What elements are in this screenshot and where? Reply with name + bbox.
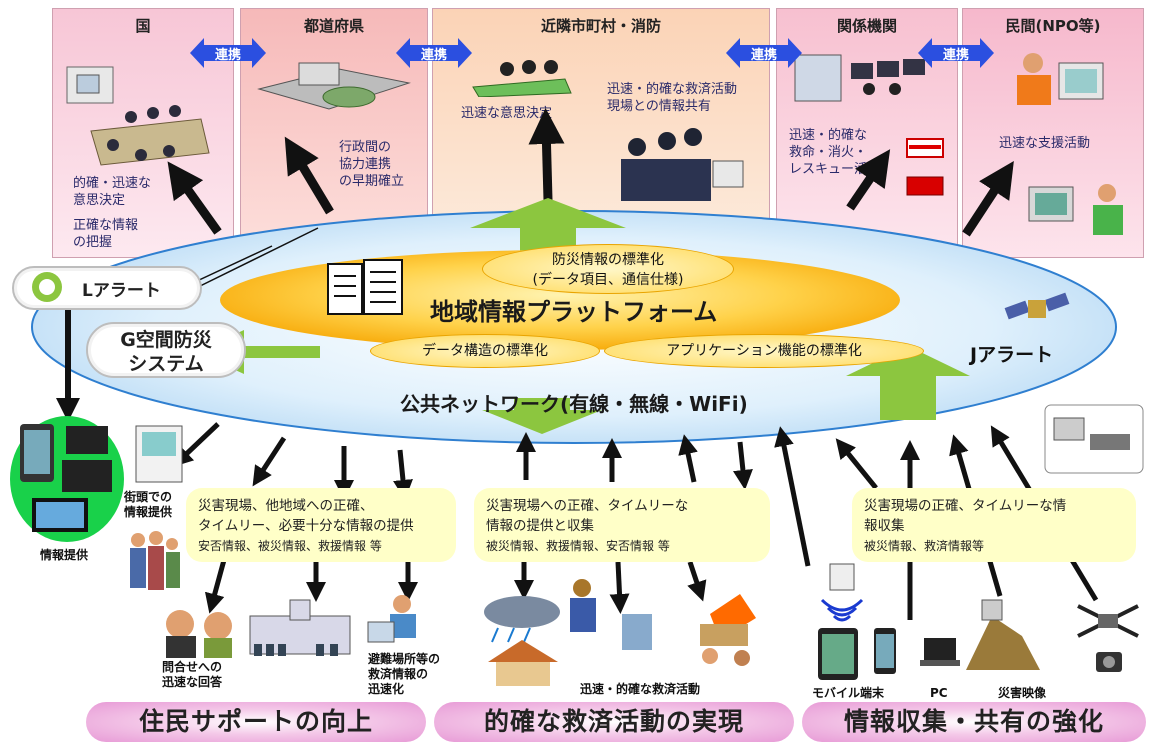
caption-kuni-1: 的確・迅速な意思決定 xyxy=(73,176,152,208)
pc-icon xyxy=(920,638,960,666)
disaster-camera-icon xyxy=(966,599,1040,670)
smartphone-icon xyxy=(874,628,896,674)
video-label: 災害映像 xyxy=(998,686,1047,700)
school-shelter-icon xyxy=(249,599,351,656)
satellite-icon xyxy=(1004,292,1070,320)
l-alert-logo-icon xyxy=(32,272,62,302)
decision-meeting-icon xyxy=(472,60,572,97)
link-arrow-2: 連携 xyxy=(396,36,472,70)
residents-group-icon xyxy=(130,531,180,590)
devices-icon xyxy=(20,424,112,532)
std-disaster-info: 防災情報の標準化 (データ項目、通信仕様) xyxy=(482,244,734,294)
shelter-label: 避難場所等の救済情報の迅速化 xyxy=(368,652,441,696)
std-data-structure: データ構造の標準化 xyxy=(370,334,600,368)
street-display-icon xyxy=(135,425,183,483)
phone-inquiry-icon xyxy=(166,610,232,658)
info-provision-label: 情報提供 xyxy=(40,548,89,562)
link-label-2: 連携 xyxy=(420,48,447,63)
band-rescue-activity: 的確な救済活動の実現 xyxy=(434,702,794,742)
laptop-user-icon xyxy=(367,595,416,643)
l-alert-cloud: Lアラート xyxy=(12,266,202,310)
pc-label: PC xyxy=(930,686,948,700)
j-alert-device-icon xyxy=(1044,404,1144,474)
meeting-room-icon xyxy=(66,66,210,166)
panel-title-kuni: 国 xyxy=(135,17,151,35)
caption-city-2: 迅速・的確な救済活動現場との情報共有 xyxy=(607,82,738,114)
operators-icon xyxy=(621,128,744,201)
panel-title-city: 近隣市町村・消防 xyxy=(540,17,661,35)
mobile-label: モバイル端末 xyxy=(812,686,885,700)
panel-title-todofuken: 都道府県 xyxy=(303,17,364,35)
network-label: 公共ネットワーク(有線・無線・WiFi) xyxy=(400,392,748,416)
std-app-function: アプリケーション機能の標準化 xyxy=(604,334,924,368)
caption-npo: 迅速な支援活動 xyxy=(999,136,1091,151)
prefecture-building-icon xyxy=(257,62,411,110)
l-alert-label: Lアラート xyxy=(82,281,161,301)
link-arrow-4: 連携 xyxy=(918,36,994,70)
npo-staff-icon xyxy=(1017,53,1104,105)
panel-title-npo: 民間(NPO等) xyxy=(1005,17,1101,35)
street-info-label: 街頭での情報提供 xyxy=(124,490,173,519)
drone-icon xyxy=(1077,604,1139,672)
info-box-residents: 災害現場、他地域への正確、タイムリー、必要十分な情報の提供 安否情報、被災情報、… xyxy=(186,488,456,562)
link-label-4: 連携 xyxy=(942,48,969,63)
info-box-collection: 災害現場の正確、タイムリーな情報収集 被災情報、救済情報等 xyxy=(852,488,1136,562)
band-resident-support: 住民サポートの向上 xyxy=(86,702,426,742)
link-label-1: 連携 xyxy=(214,48,241,63)
field-monitor-icon xyxy=(1028,184,1123,235)
rescue-label: 迅速・的確な救済活動 xyxy=(580,682,701,696)
rescue-workers-icon xyxy=(570,579,756,666)
platform-title: 地域情報プラットフォーム xyxy=(430,298,718,326)
ambulance-icon xyxy=(906,138,944,158)
j-alert-label: Jアラート xyxy=(970,344,1054,366)
caption-kuni-2: 正確な情報の把握 xyxy=(73,218,139,250)
band-info-sharing: 情報収集・共有の強化 xyxy=(802,702,1146,742)
link-label-3: 連携 xyxy=(750,48,777,63)
caption-todofuken: 行政間の協力連携の早期確立 xyxy=(339,140,405,189)
tablet-icon xyxy=(818,628,858,680)
inquiry-label: 問合せへの迅速な回答 xyxy=(162,660,223,689)
panel-npo: 民間(NPO等) 迅速な支援活動 xyxy=(962,8,1144,258)
documents-icon xyxy=(327,259,403,315)
g-space-cloud: G空間防災システム xyxy=(86,322,246,378)
fire-truck-icon xyxy=(906,176,944,196)
wifi-access-point-icon xyxy=(820,563,864,622)
link-arrow-3: 連携 xyxy=(726,36,802,70)
hospital-control-room-icon xyxy=(794,54,925,102)
storm-house-icon xyxy=(484,596,560,686)
panel-title-agencies: 関係機関 xyxy=(836,17,897,35)
panel-todofuken: 都道府県 行政間の協力連携の早期確立 xyxy=(240,8,428,258)
info-box-rescue: 災害現場への正確、タイムリーな情報の提供と収集 被災情報、救援情報、安否情報 等 xyxy=(474,488,770,562)
link-arrow-1: 連携 xyxy=(190,36,266,70)
